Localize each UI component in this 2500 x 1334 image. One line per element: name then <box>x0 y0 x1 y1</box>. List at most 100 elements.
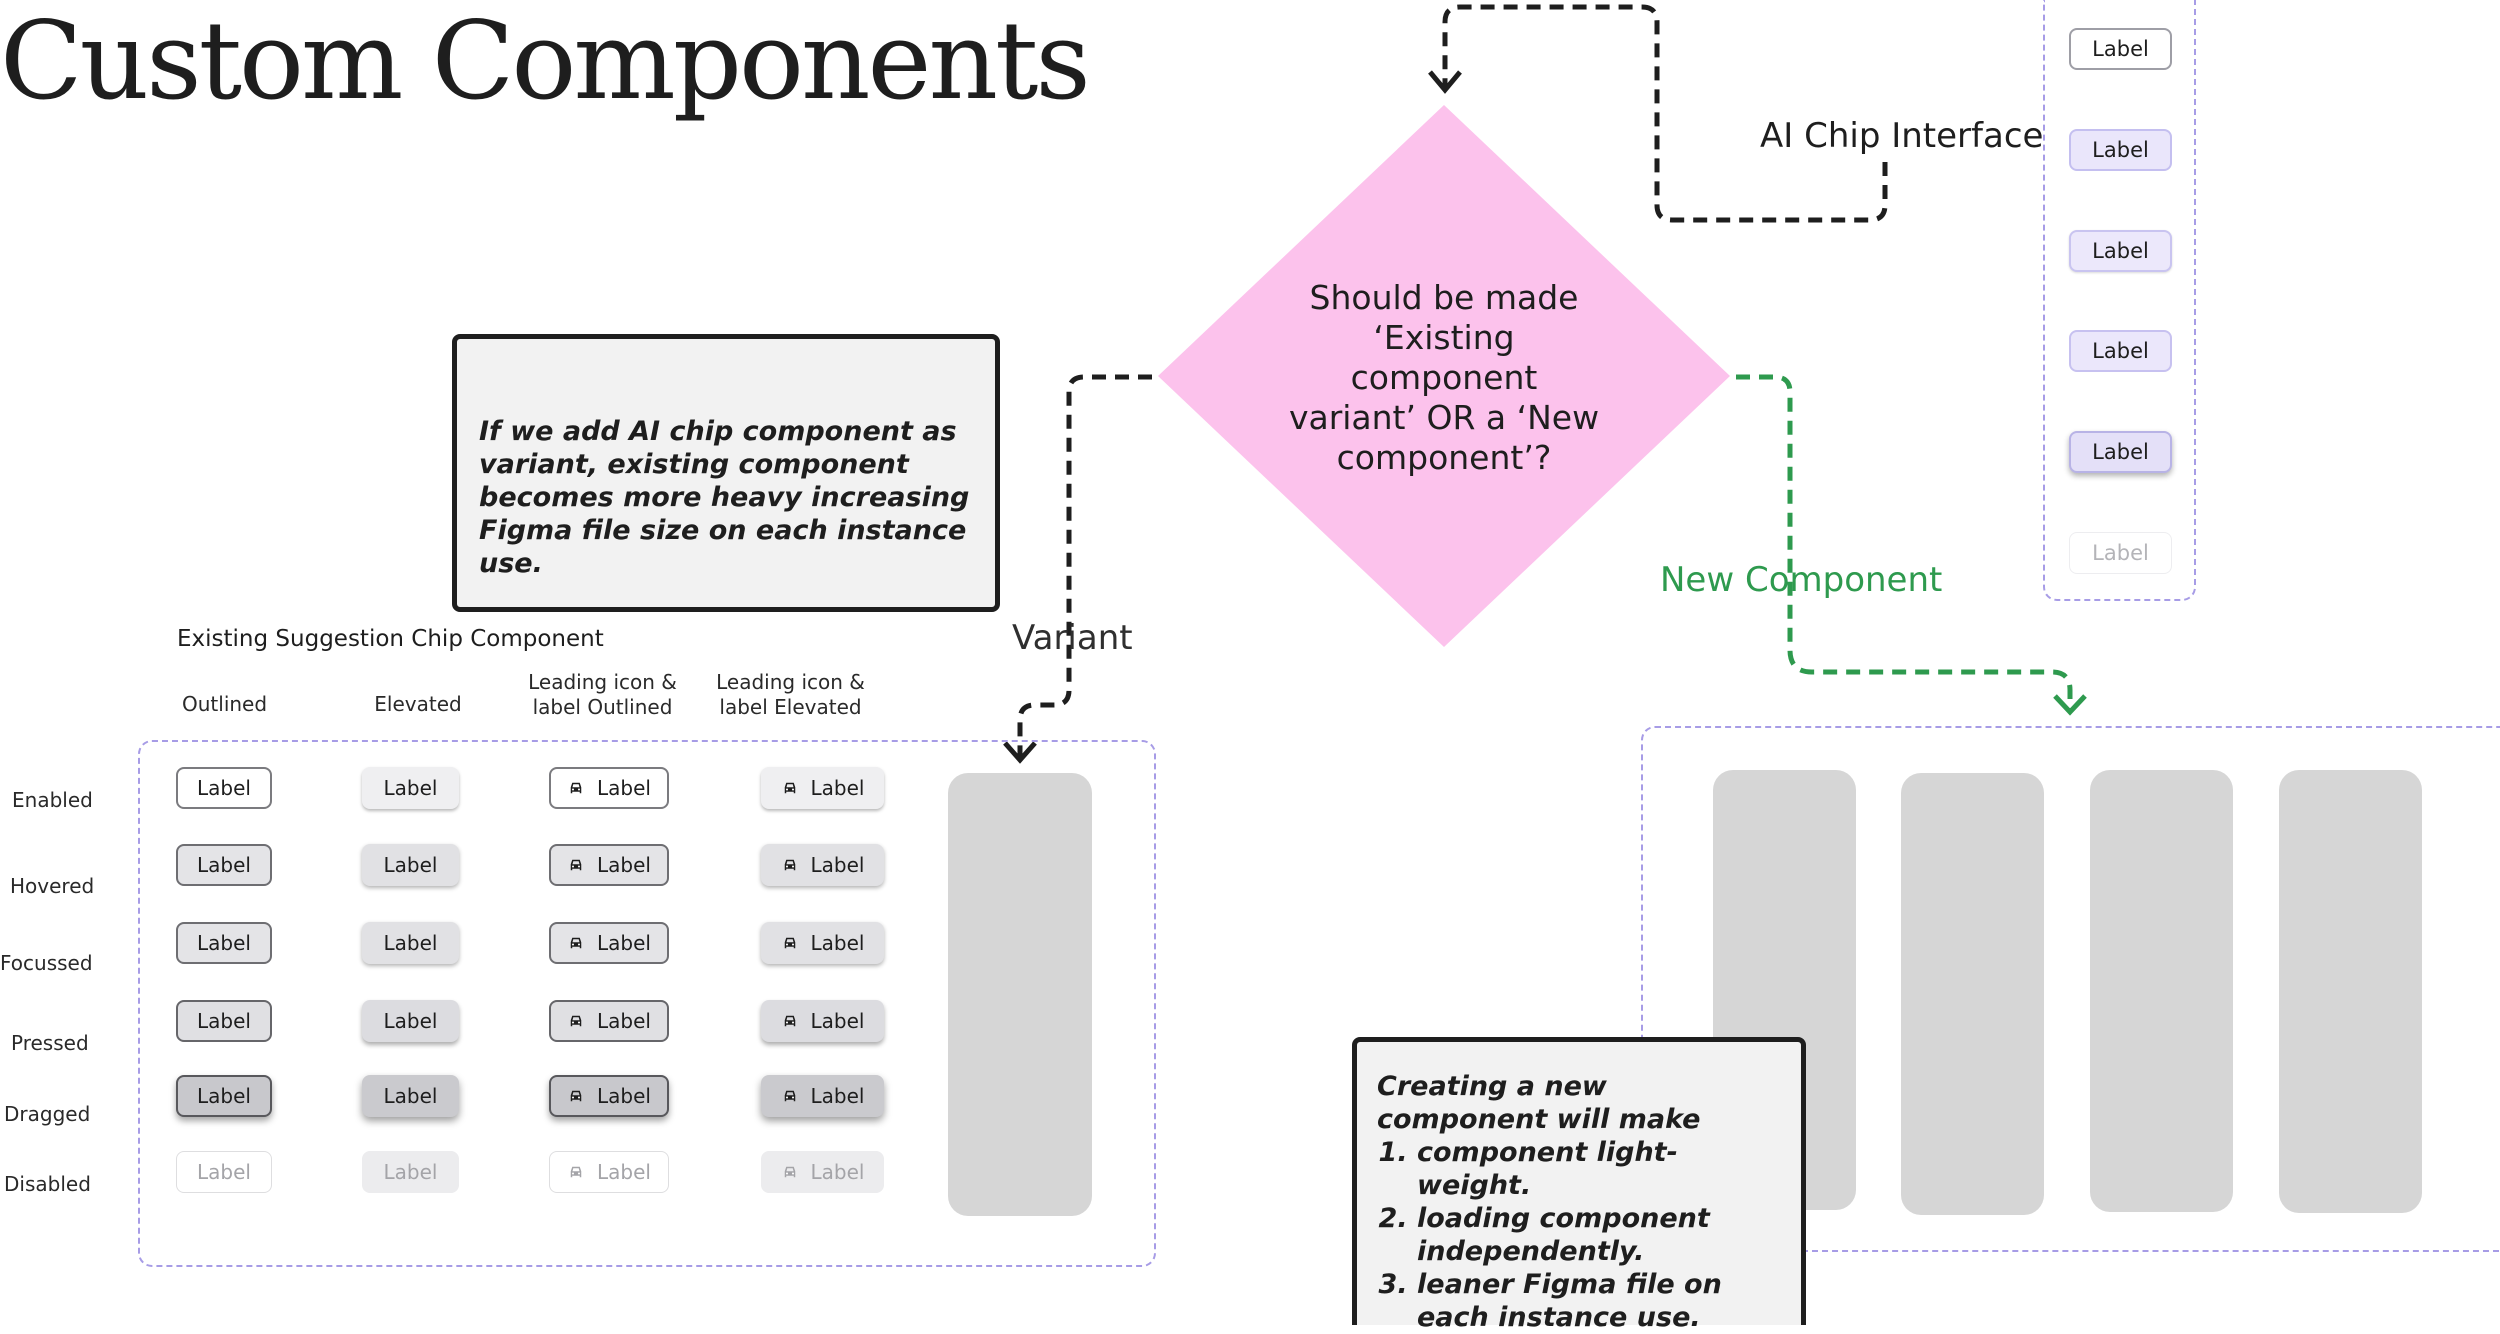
car-icon <box>570 782 582 794</box>
car-icon <box>784 1090 795 1102</box>
suggestion-chip: Label <box>761 1151 884 1193</box>
new-component-label: New Component <box>1660 560 1943 600</box>
car-icon <box>784 1166 795 1178</box>
column-header: Leading icon & label Elevated <box>716 670 865 719</box>
chip-label: Label <box>2092 541 2149 565</box>
chip-label: Label <box>597 1160 651 1184</box>
chip-label: Label <box>383 853 438 877</box>
new-note-intro: Creating a new component will make <box>1377 1071 1701 1135</box>
new-note-point: leaner Figma file on each instance use. <box>1417 1268 1785 1334</box>
chip-label: Label <box>597 1009 651 1033</box>
row-header: Hovered <box>10 874 95 898</box>
new-note-point: component light-weight. <box>1417 1136 1785 1202</box>
new-component-frame <box>1641 726 2500 1252</box>
suggestion-chip[interactable]: Label <box>176 844 272 886</box>
chip-label: Label <box>810 1160 865 1184</box>
suggestion-chip[interactable]: Label <box>549 1075 669 1117</box>
ai-chip-disabled: Label <box>2069 532 2172 574</box>
chip-label: Label <box>197 1009 251 1033</box>
row-header: Pressed <box>11 1031 89 1055</box>
chip-label: Label <box>197 1084 251 1108</box>
variant-note-text: If we add AI chip component as variant, … <box>479 416 970 579</box>
arrow-head <box>2053 694 2087 716</box>
chip-label: Label <box>383 931 438 955</box>
suggestion-chip[interactable]: Label <box>362 1075 459 1117</box>
decision-question: Should be made ‘Existing component varia… <box>1288 278 1600 477</box>
chip-label: Label <box>597 931 651 955</box>
car-icon <box>570 937 582 949</box>
suggestion-chip[interactable]: Label <box>549 1000 669 1042</box>
ai-chip-enabled[interactable]: Label <box>2069 28 2172 70</box>
arrow-head <box>1428 70 1462 94</box>
suggestion-chip[interactable]: Label <box>761 1000 884 1042</box>
existing-component-title: Existing Suggestion Chip Component <box>177 626 604 652</box>
suggestion-chip[interactable]: Label <box>761 922 884 964</box>
chip-label: Label <box>383 1084 438 1108</box>
car-icon <box>570 859 582 871</box>
row-header: Disabled <box>4 1172 91 1196</box>
chip-label: Label <box>597 853 651 877</box>
new-component-note[interactable]: Creating a new component will make compo… <box>1352 1037 1806 1333</box>
car-icon <box>570 1015 582 1027</box>
chip-label: Label <box>810 931 865 955</box>
car-icon <box>784 859 795 871</box>
chip-label: Label <box>383 1160 438 1184</box>
chip-label: Label <box>2092 440 2149 464</box>
chip-label: Label <box>810 853 865 877</box>
ai-chip-dragged[interactable]: Label <box>2069 431 2172 473</box>
suggestion-chip[interactable]: Label <box>362 844 459 886</box>
suggestion-chip: Label <box>176 1151 272 1193</box>
chip-label: Label <box>810 1084 865 1108</box>
suggestion-chip[interactable]: Label <box>761 844 884 886</box>
existing-component-frame <box>138 740 1156 1267</box>
chip-label: Label <box>2092 339 2149 363</box>
chip-label: Label <box>2092 138 2149 162</box>
car-icon <box>784 782 795 794</box>
chip-label: Label <box>197 1160 251 1184</box>
variant-note[interactable]: If we add AI chip component as variant, … <box>452 334 1000 612</box>
page-title: Custom Components <box>0 0 1091 124</box>
connector-ai-to-decision <box>1442 4 1888 223</box>
chip-label: Label <box>2092 37 2149 61</box>
suggestion-chip: Label <box>362 1151 459 1193</box>
chip-label: Label <box>383 776 438 800</box>
ai-chip-focussed[interactable]: Label <box>2069 230 2172 272</box>
ai-chip-pressed[interactable]: Label <box>2069 330 2172 372</box>
chip-label: Label <box>810 776 865 800</box>
car-icon <box>784 937 795 949</box>
new-component-placeholder <box>2090 770 2233 1212</box>
row-header: Dragged <box>4 1102 91 1126</box>
new-component-placeholder <box>1901 773 2044 1215</box>
suggestion-chip[interactable]: Label <box>362 922 459 964</box>
row-header: Enabled <box>12 788 93 812</box>
chip-label: Label <box>2092 239 2149 263</box>
chip-label: Label <box>197 776 251 800</box>
suggestion-chip[interactable]: Label <box>761 1075 884 1117</box>
car-icon <box>784 1015 795 1027</box>
suggestion-chip[interactable]: Label <box>362 1000 459 1042</box>
suggestion-chip[interactable]: Label <box>549 767 669 809</box>
suggestion-chip[interactable]: Label <box>176 1075 272 1117</box>
chip-label: Label <box>597 1084 651 1108</box>
chip-label: Label <box>197 931 251 955</box>
suggestion-chip[interactable]: Label <box>176 922 272 964</box>
column-header: Leading icon & label Outlined <box>528 670 677 719</box>
suggestion-chip[interactable]: Label <box>362 767 459 809</box>
ai-chip-frame <box>2043 0 2196 601</box>
suggestion-chip[interactable]: Label <box>549 922 669 964</box>
suggestion-chip[interactable]: Label <box>176 767 272 809</box>
connector-variant <box>1017 374 1152 758</box>
suggestion-chip: Label <box>549 1151 669 1193</box>
chip-label: Label <box>383 1009 438 1033</box>
suggestion-chip[interactable]: Label <box>761 767 884 809</box>
ai-chip-hovered[interactable]: Label <box>2069 129 2172 171</box>
car-icon <box>570 1090 582 1102</box>
suggestion-chip[interactable]: Label <box>176 1000 272 1042</box>
chip-label: Label <box>597 776 651 800</box>
ai-chip-variant-placeholder <box>948 773 1092 1216</box>
decision-diamond[interactable] <box>1158 105 1730 647</box>
new-note-point: loading component independently. <box>1417 1202 1785 1268</box>
suggestion-chip[interactable]: Label <box>549 844 669 886</box>
new-note-list: component light-weight. loading componen… <box>1377 1136 1785 1334</box>
